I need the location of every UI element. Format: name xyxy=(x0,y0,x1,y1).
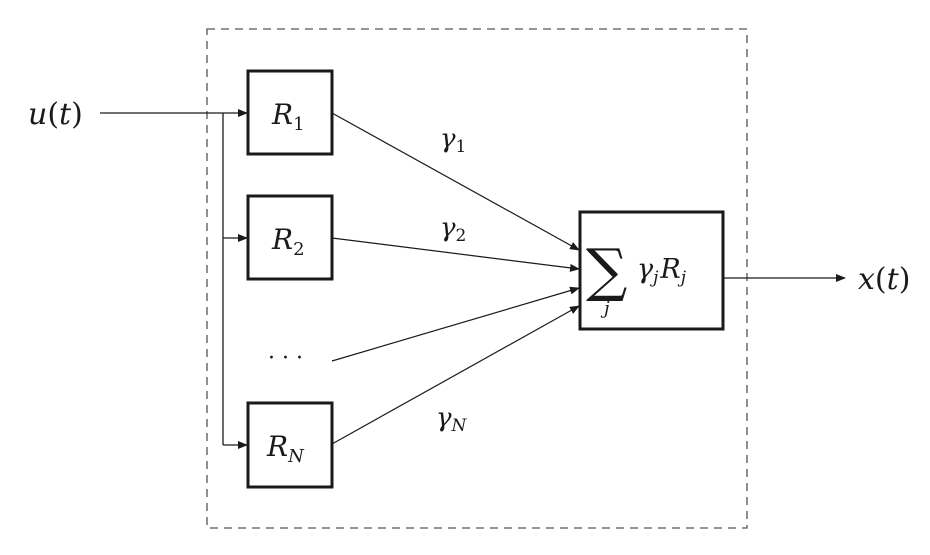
weight-label-2: γ2 xyxy=(440,213,466,246)
reservoir-label-2: R2 xyxy=(271,223,305,260)
sum-term: γjRj xyxy=(637,254,687,288)
reservoir-box-2 xyxy=(246,194,334,281)
input-label: u(t) xyxy=(28,97,83,132)
ellipsis: · · · xyxy=(268,346,303,371)
weight-arrow-ellipsis xyxy=(331,286,580,362)
weight-arrow-1 xyxy=(331,112,580,251)
weight-arrow-n xyxy=(331,305,580,445)
sum-symbol: ∑ xyxy=(586,236,627,304)
weight-label-1: γ1 xyxy=(440,124,466,157)
reservoir-label-n: RN xyxy=(266,430,305,467)
summation-box xyxy=(578,210,725,331)
reservoir-box-n xyxy=(246,401,334,489)
sum-index: j xyxy=(600,298,610,319)
reservoir-box-1 xyxy=(246,69,334,156)
reservoir-label-1: R1 xyxy=(271,98,305,135)
weight-arrow-2 xyxy=(331,237,580,272)
weight-label-n: γN xyxy=(436,403,468,436)
output-label: x(t) xyxy=(858,262,910,297)
